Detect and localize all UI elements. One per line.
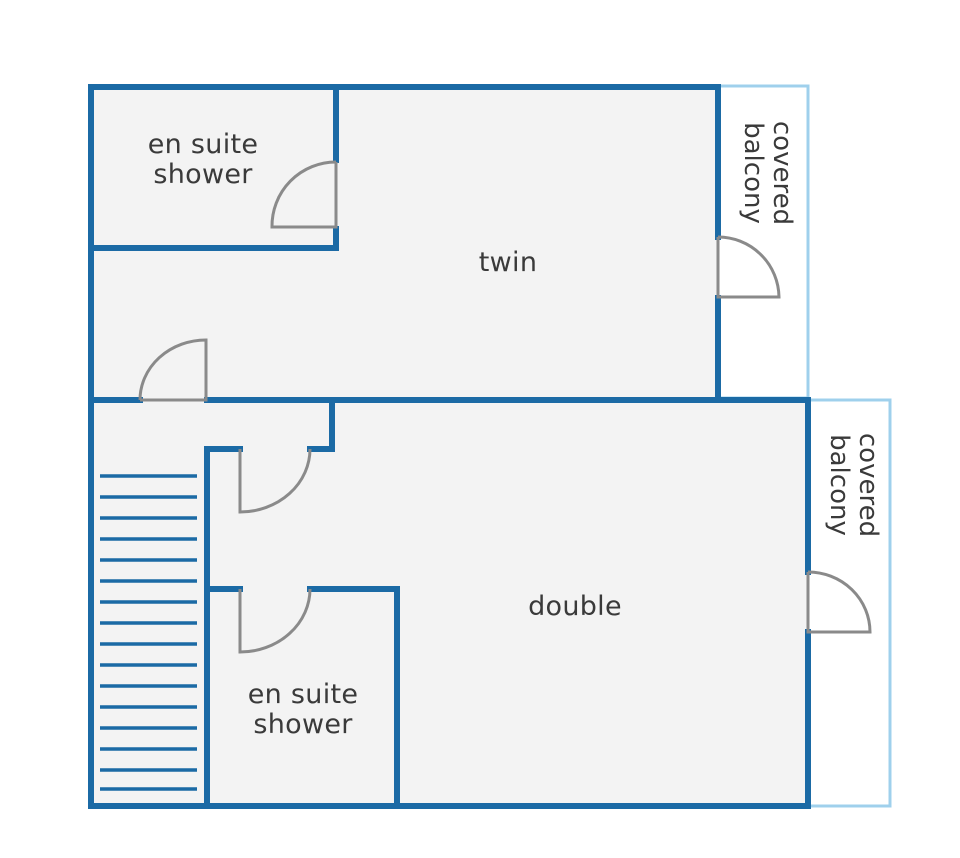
room-label-double: double [528, 591, 622, 622]
door-double [238, 448, 312, 514]
room-label-ensuite-top: en suite shower [147, 129, 259, 190]
floor [91, 87, 808, 805]
balcony-label-bottom: covered balcony [824, 432, 883, 538]
room-label-twin: twin [478, 247, 538, 278]
stairs [100, 474, 197, 791]
door-balcony-top [716, 235, 781, 299]
balconies [716, 84, 892, 808]
walls [88, 84, 811, 809]
balcony-top-outline [716, 84, 810, 400]
door-ensuite-bottom [238, 588, 312, 654]
door-balcony-bottom [806, 570, 872, 634]
doors [138, 160, 872, 654]
balcony-label-top: covered balcony [738, 120, 797, 226]
door-ensuite-top [270, 160, 338, 229]
door-landing [138, 338, 208, 402]
room-label-ensuite-bottom: en suite shower [247, 679, 359, 740]
balcony-bottom-outline [806, 398, 892, 808]
